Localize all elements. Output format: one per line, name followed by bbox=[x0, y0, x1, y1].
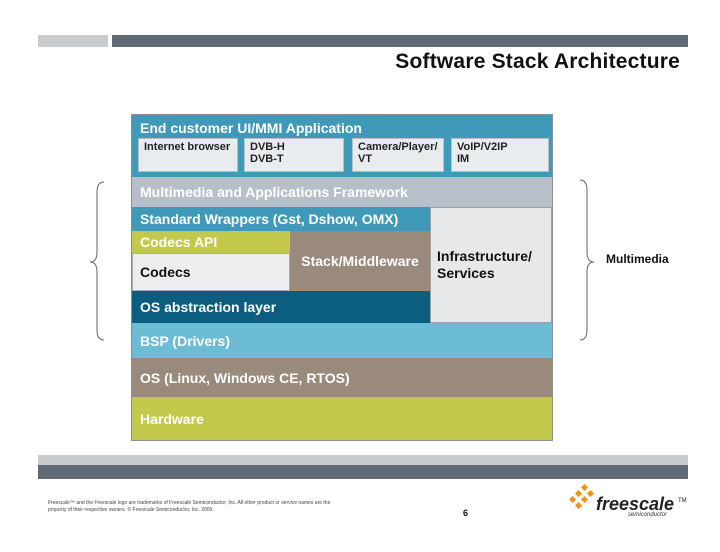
logo-trademark: TM bbox=[678, 498, 687, 504]
app-box-line: VT bbox=[358, 153, 373, 165]
app-box-line: DVB-T bbox=[250, 153, 284, 165]
logo-subtitle: semiconductor bbox=[628, 512, 668, 518]
multimedia-bracket-label: Multimedia bbox=[606, 252, 669, 266]
stack-outline bbox=[131, 114, 553, 441]
os-layer: OS (Linux, Windows CE, RTOS) bbox=[132, 358, 552, 397]
freescale-logo-text: freescale bbox=[596, 494, 675, 514]
page-number: 6 bbox=[463, 508, 469, 518]
footer-bar-light bbox=[38, 455, 688, 465]
legal-notice: Freescale™ and the Freescale logo are tr… bbox=[48, 500, 331, 513]
os-abstraction-layer: OS abstraction layer bbox=[132, 291, 430, 323]
right-brace bbox=[579, 179, 595, 341]
left-brace bbox=[89, 181, 105, 341]
app-box-internet-browser: Internet browser bbox=[138, 138, 238, 172]
header-bar-left bbox=[38, 35, 108, 47]
app-box-line: Camera/Player/ bbox=[358, 141, 438, 153]
freescale-logo-mark bbox=[570, 484, 595, 510]
app-box-line: DVB-H bbox=[250, 141, 285, 153]
codecs-api-layer: Codecs API bbox=[132, 231, 290, 253]
slide-title: Software Stack Architecture bbox=[395, 50, 680, 73]
hardware-layer: Hardware bbox=[132, 397, 552, 440]
codecs-layer: Codecs bbox=[132, 253, 290, 291]
application-layer-title: End customer UI/MMI Application bbox=[140, 120, 362, 136]
multimedia-framework-layer: Multimedia and Applications Framework bbox=[132, 177, 552, 207]
header-bar-right bbox=[112, 35, 688, 47]
app-box-voip: VoIP/V2IP IM bbox=[451, 138, 549, 172]
standard-wrappers-layer: Standard Wrappers (Gst, Dshow, OMX) bbox=[132, 207, 430, 231]
app-box-line: Internet browser bbox=[144, 141, 231, 153]
footer-bar-dark bbox=[38, 465, 688, 479]
app-box-line: VoIP/V2IP bbox=[457, 141, 508, 153]
app-box-line: IM bbox=[457, 153, 470, 165]
app-box-camera-player: Camera/Player/ VT bbox=[352, 138, 444, 172]
stack-middleware-block: Stack/Middleware bbox=[290, 231, 430, 291]
infrastructure-services-block: Infrastructure/ Services bbox=[430, 207, 552, 323]
app-box-dvb: DVB-H DVB-T bbox=[244, 138, 344, 172]
bsp-drivers-layer: BSP (Drivers) bbox=[132, 323, 552, 358]
